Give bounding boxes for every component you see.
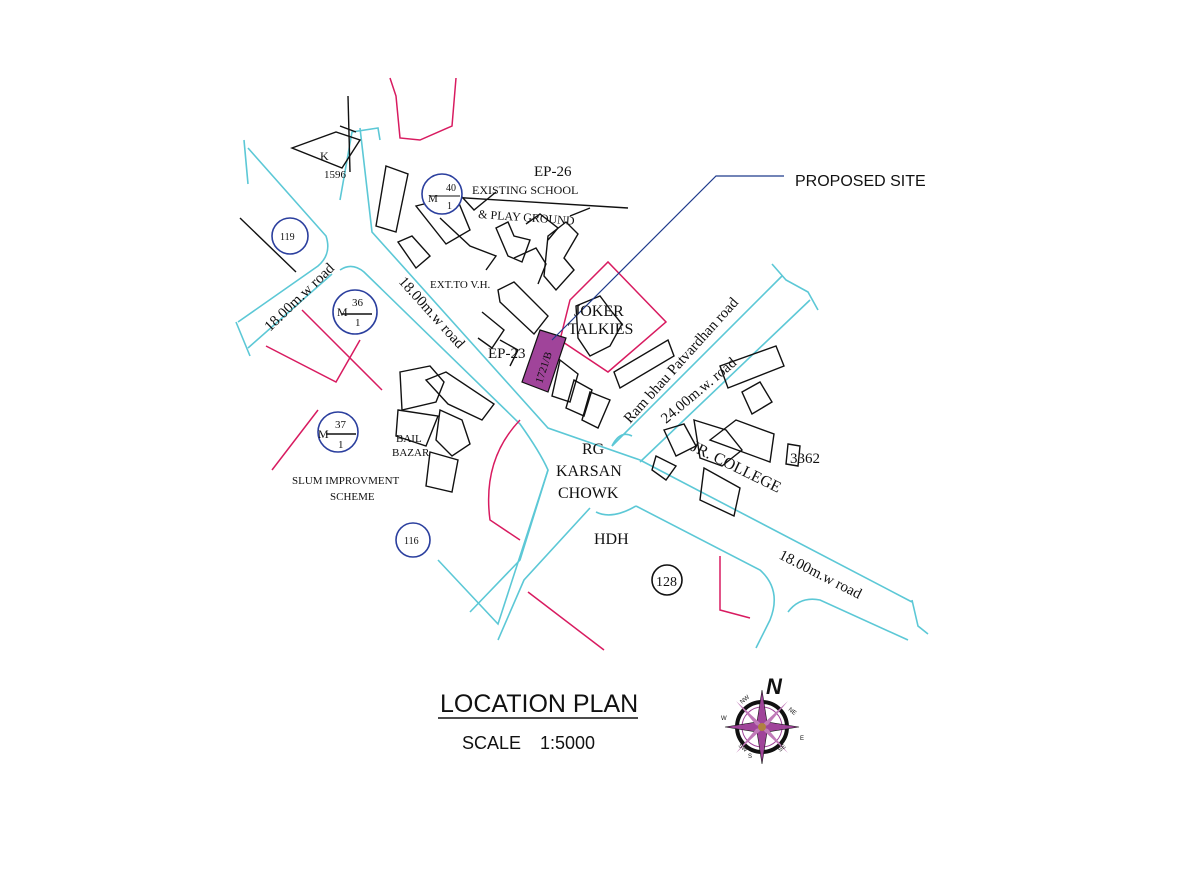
survey-37-top: 37 <box>335 419 347 431</box>
label-k: K <box>320 149 329 163</box>
label-bazar: BAZAR <box>392 447 430 459</box>
label-joker: JOKER <box>574 303 624 320</box>
boundary-left <box>265 339 361 383</box>
road-bottom-left-c <box>595 505 637 516</box>
survey-40-bottom: 1 <box>447 201 452 212</box>
label-bail: BAIL <box>396 433 422 445</box>
survey-36-m: M <box>337 305 348 319</box>
boundary-right <box>719 556 751 619</box>
survey-40-top: 40 <box>446 183 456 194</box>
svg-text:S: S <box>748 754 752 760</box>
svg-text:NW: NW <box>739 694 751 705</box>
survey-128-label: 128 <box>656 575 677 590</box>
survey-circle-116 <box>395 522 431 558</box>
label-hdh: HDH <box>594 531 629 548</box>
boundary-top <box>389 77 457 141</box>
road-network <box>235 127 929 649</box>
label-play-ground: & PLAY GROUND <box>478 207 576 228</box>
survey-circle-36 <box>332 289 378 335</box>
road-18m-top-entry <box>339 127 381 201</box>
road-chowk-curve <box>611 433 633 447</box>
road-18m-upper-left-edge-b <box>359 127 641 461</box>
road-18m-upper-left-edge-a <box>237 147 329 323</box>
label-road-18m-right: 18.00m.w road <box>776 547 864 603</box>
plot-boundaries <box>265 77 751 651</box>
compass-rose-icon: N NW NE SW SE W E S <box>721 674 804 765</box>
scale-label: SCALE <box>462 733 521 753</box>
road-18m-left-stub <box>243 139 249 185</box>
label-ep26: EP-26 <box>534 164 572 180</box>
road-bottom-left-b <box>497 507 591 641</box>
survey-36-bottom: 1 <box>355 317 361 329</box>
building-footprints <box>239 95 801 518</box>
boundary-bottom-b <box>527 591 605 651</box>
ep26-leader <box>433 195 629 209</box>
survey-37-bottom: 1 <box>338 439 344 451</box>
survey-circle-119 <box>271 217 309 255</box>
road-18m-lower-right-end <box>911 599 929 635</box>
road-18m-lower-right-edge-b <box>639 459 913 603</box>
label-k-number: 1596 <box>324 169 347 181</box>
joker-talkies-plot <box>559 260 668 373</box>
svg-text:SW: SW <box>737 743 749 754</box>
survey-circle-128 <box>651 564 683 596</box>
svg-text:W: W <box>721 716 727 722</box>
label-3362: 3362 <box>790 451 820 467</box>
road-18m-upper-left-edge-d <box>247 273 333 349</box>
svg-text:NE: NE <box>787 707 797 717</box>
proposed-site-leader <box>551 175 784 341</box>
scale-value: 1:5000 <box>540 733 595 753</box>
survey-circle-37 <box>317 411 359 453</box>
survey-36-top: 36 <box>352 297 364 309</box>
label-ext-vh: EXT.TO V.H. <box>430 279 491 291</box>
survey-markers <box>271 173 683 596</box>
road-24m-edge-a <box>611 275 783 447</box>
label-rg: RG <box>582 441 605 458</box>
plan-title: LOCATION PLAN <box>440 690 638 718</box>
survey-119-label: 119 <box>280 232 295 243</box>
label-slum-1: SLUM IMPROVMENT <box>292 475 400 487</box>
survey-circle-40 <box>421 173 463 215</box>
survey-116-label: 116 <box>404 536 419 547</box>
boundary-left-b <box>301 309 383 391</box>
boundary-slum <box>271 409 319 471</box>
road-18m-lower-right-edge-a <box>635 505 776 649</box>
road-18m-left-stub-b <box>235 321 251 357</box>
map-labels: EP-26 EXISTING SCHOOL & PLAY GROUND K 15… <box>262 149 926 603</box>
svg-text:E: E <box>800 736 804 742</box>
svg-text:SE: SE <box>777 744 787 754</box>
label-ep23: EP-23 <box>488 346 526 362</box>
road-bottom-left <box>437 469 549 626</box>
road-18m-lower-right-edge-c <box>787 598 909 641</box>
boundary-bottom <box>487 419 521 541</box>
label-talkies: TALKIES <box>568 321 633 338</box>
road-24m-end <box>771 263 819 311</box>
label-slum-2: SCHEME <box>330 491 375 503</box>
label-karsan: KARSAN <box>556 463 622 480</box>
label-existing-school: EXISTING SCHOOL <box>472 183 578 197</box>
label-jr-college: JR. COLLEGE <box>688 438 783 496</box>
label-chowk: CHOWK <box>558 485 619 502</box>
compass-north-label: N <box>766 674 783 699</box>
survey-40-m: M <box>428 193 438 205</box>
survey-37-m: M <box>318 427 329 441</box>
road-18m-upper-left-edge-c <box>339 265 549 613</box>
label-proposed-site: PROPOSED SITE <box>795 173 926 190</box>
